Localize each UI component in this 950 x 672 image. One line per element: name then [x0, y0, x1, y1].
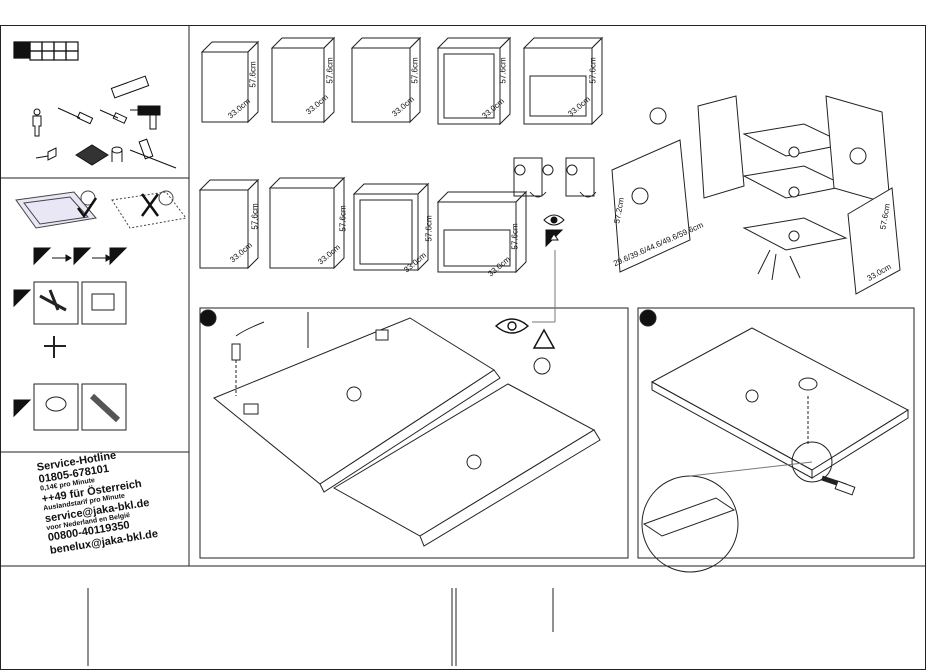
cabinet-7-height: 57.6cm — [338, 205, 348, 232]
cabinet-8-height: 57.6cm — [424, 215, 434, 242]
hinge-detail — [513, 157, 597, 198]
cabinet-1-height: 57.6cm — [248, 61, 258, 88]
eye-warning-icon — [543, 214, 565, 248]
sequence-arrows — [13, 247, 128, 418]
cabinet-6-height: 57.6cm — [250, 203, 260, 230]
service-hotline-block: Service-Hotline 01805-678101 0,14€ pro M… — [36, 445, 159, 557]
cabinet-9-height: 57.6cm — [510, 223, 520, 250]
exploded-view — [611, 95, 901, 295]
sheet-frame — [0, 25, 926, 670]
fittings-boxes — [33, 281, 127, 431]
hardware-grid-icon — [13, 41, 79, 61]
cabinet-row-2 — [198, 176, 528, 274]
tools-icons — [32, 75, 177, 169]
step-2-drawing — [639, 309, 910, 573]
cabinet-3-height: 57.6cm — [410, 57, 420, 84]
cabinet-5-height: 57.6cm — [588, 57, 598, 84]
surface-instruction — [15, 190, 187, 229]
cabinet-2-height: 57.6cm — [325, 57, 335, 84]
cabinet-row-1 — [200, 36, 604, 126]
eye-icon — [494, 318, 556, 349]
step-1-drawing — [199, 309, 601, 547]
cabinet-4-height: 57.6cm — [498, 57, 508, 84]
